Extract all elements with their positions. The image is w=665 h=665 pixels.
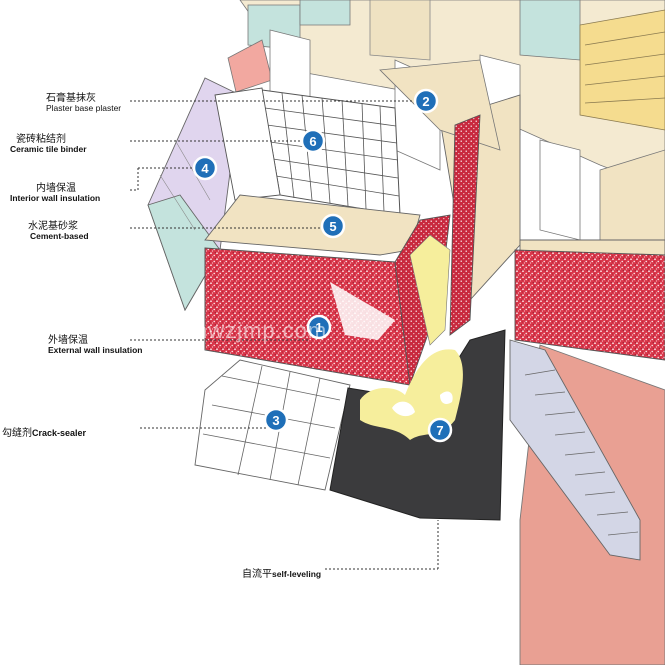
label-self-zh: 自流平 [242,569,272,580]
label-tile-zh: 瓷砖粘结剂 [16,134,66,145]
label-external-zh: 外墙保温 [48,335,88,346]
label-cement-zh: 水泥基砂浆 [28,221,78,232]
label-self-en: self-leveling [272,569,322,579]
label-plaster: 石膏基抹灰 Plaster base plaster [46,93,121,113]
label-external-en: External wall insulation [48,345,143,355]
label-interior-en: Interior wall insulation [10,193,101,203]
label-tile: 瓷砖粘结剂 Ceramic tile binder [10,134,87,154]
label-self-leveling: 自流平self-leveling [242,563,321,581]
staircase [509,339,665,665]
label-crack-zh: 勾缝剂 [2,428,32,439]
label-tile-en: Ceramic tile binder [10,144,87,154]
tile-wall [214,87,401,216]
label-interior-zh: 内墙保温 [36,183,76,194]
label-crack-en: Crack-sealer [32,428,87,438]
label-external: 外墙保温 External wall insulation [48,335,142,355]
leader-lines [130,100,439,570]
label-interior: 内墙保温 Interior wall insulation [10,183,100,203]
label-plaster-zh: 石膏基抹灰 [46,93,96,104]
self-leveling-floor [329,234,506,521]
label-plaster-en: Plaster base plaster [46,103,122,113]
watermark: hwzjmp.com [195,318,328,343]
crack-sealer-floor [194,359,351,491]
label-cement-en: Cement-based [30,231,89,241]
label-cement: 水泥基砂浆 Cement-based [28,221,89,241]
label-crack: 勾缝剂Crack-sealer [2,422,86,440]
